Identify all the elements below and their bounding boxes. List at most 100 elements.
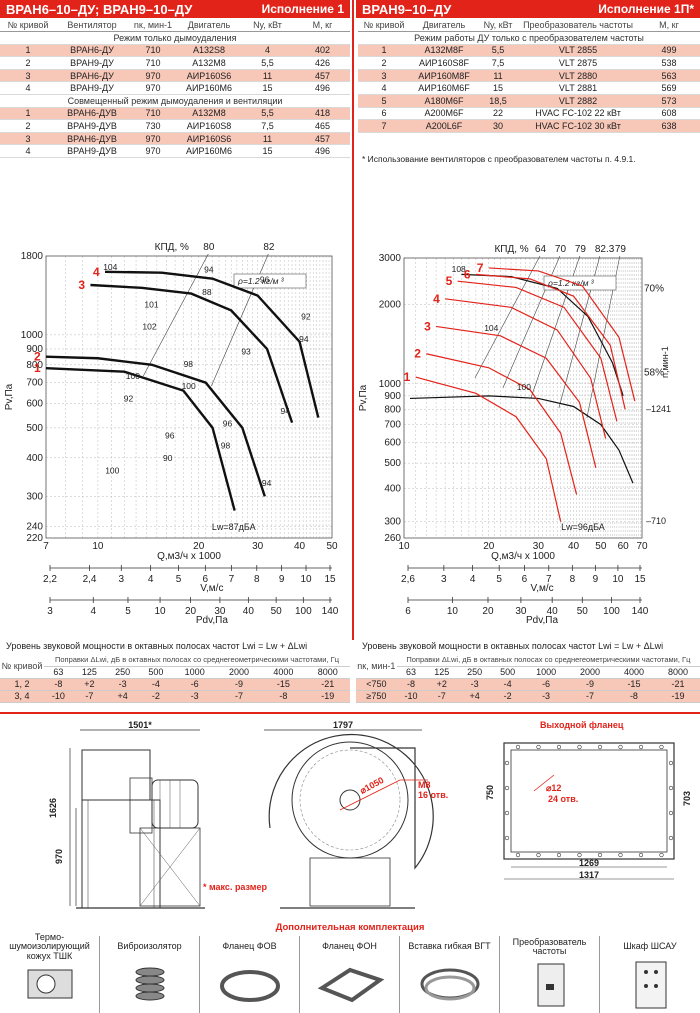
frequency-header: 125 <box>72 666 107 679</box>
table-cell: А200L6F <box>410 119 478 133</box>
series-line <box>415 376 562 522</box>
rpm-tick: –710 <box>646 516 666 526</box>
y-tick-label: 600 <box>26 398 43 409</box>
flange-hole <box>577 744 582 750</box>
x-tick-label: 20 <box>483 541 495 552</box>
table-cell: 5,5 <box>240 107 295 121</box>
accessory-item: Виброизолятор <box>100 936 200 1013</box>
table-cell: ВРАН6-ДУ <box>56 44 128 58</box>
table-cell: 5,5 <box>240 56 295 70</box>
table-cell: 7,5 <box>478 56 518 70</box>
sound-subheader: Поправки ΔLwi, дБ в октавных полосах со … <box>43 654 350 667</box>
flange-hole <box>504 835 510 841</box>
table-cell: 710 <box>128 107 178 121</box>
flange-hole <box>536 852 541 858</box>
sound-first-column-header: № кривой <box>0 654 44 679</box>
table-cell: 970 <box>128 69 178 83</box>
table-cell: 426 <box>295 56 350 70</box>
series-label: 4 <box>433 292 440 306</box>
sound-cell: -3 <box>524 690 569 703</box>
table-cell: 710 <box>128 44 178 58</box>
y-tick-label: 400 <box>384 484 401 495</box>
fov-flange-icon <box>219 970 280 1002</box>
table-cell: 418 <box>295 107 350 121</box>
sound-cell: -7 <box>72 690 107 703</box>
curve-value-label: 96 <box>260 275 270 285</box>
noise-label: Lw=87дБА <box>212 522 256 532</box>
density-label: ρ=1.2 кг/м ³ <box>237 276 285 286</box>
table-cell: 2 <box>358 56 410 70</box>
y-tick-label: 240 <box>26 521 43 532</box>
table-cell: 496 <box>295 81 350 96</box>
y-tick-label: 500 <box>384 458 401 469</box>
secondary-axis-tick-label: 40 <box>243 606 255 617</box>
sound-cell: -3 <box>106 678 140 691</box>
flange-hole <box>504 810 510 816</box>
right-header: ВРАН9–10–ДУ Исполнение 1П* <box>356 0 700 18</box>
flange-hole <box>668 785 674 791</box>
flange-hole <box>504 785 510 791</box>
sound-cell: -19 <box>305 690 350 703</box>
right-sound-title: Уровень звуковой мощности в октавных пол… <box>362 641 664 651</box>
table-cell: 11 <box>240 69 295 83</box>
table-cell: 538 <box>638 56 700 70</box>
table-cell: 402 <box>295 44 350 58</box>
x-tick-label: 30 <box>252 541 264 552</box>
flange-hole <box>659 744 664 750</box>
table-cell: АИР160S6 <box>178 69 240 83</box>
sound-cell: +4 <box>458 690 492 703</box>
table-cell: 730 <box>128 119 178 133</box>
sound-cell: -15 <box>611 678 656 691</box>
sound-cell: -6 <box>172 678 217 691</box>
flange-hole <box>597 852 603 858</box>
y-tick-label: 700 <box>26 378 43 389</box>
sound-cell: -10 <box>396 690 426 703</box>
curve-value-label: 88 <box>202 287 212 297</box>
curve-value-label: 102 <box>142 322 156 332</box>
x-tick-label: 70 <box>636 541 648 552</box>
secondary-axis-tick-label: 100 <box>603 606 620 617</box>
table-cell: АИР160S8F <box>410 56 478 70</box>
flange-hole <box>638 744 644 750</box>
front-view-drawing: 1797 ⌀1050 M8 16 отв. <box>264 720 448 909</box>
table-section-row: Режим работы ДУ только с преобразователе… <box>358 31 700 45</box>
table-cell: 638 <box>638 119 700 133</box>
accessory-item: Преобразователь частоты <box>500 936 600 1013</box>
table-cell: 7 <box>358 119 410 133</box>
dim-1626: 1626 <box>48 798 58 818</box>
fon-flange-icon <box>317 967 384 1003</box>
secondary-axis-tick-label: 2,6 <box>401 574 415 585</box>
side-view-drawing: 1501* 1626 970 <box>48 720 205 909</box>
accessory-label: Виброизолятор <box>117 941 182 952</box>
series-label: 3 <box>78 278 85 292</box>
flange-hole <box>638 852 644 858</box>
series-line <box>104 270 320 418</box>
curve-value-label: 100 <box>126 371 140 381</box>
dim-1317: 1317 <box>579 870 599 880</box>
sound-row-key: <750 <box>356 678 397 691</box>
table-cell: 5,5 <box>478 44 518 58</box>
y-tick-label: 220 <box>26 533 43 544</box>
flange-hole <box>597 744 603 750</box>
flange-hole <box>536 744 541 750</box>
flange-title: Выходной фланец <box>540 720 624 730</box>
frequency-header: 1000 <box>172 666 217 679</box>
sound-row-key: 3, 4 <box>0 690 44 703</box>
series-label: 3 <box>424 319 431 333</box>
y-tick-label: 260 <box>384 533 401 544</box>
control-cabinet-icon <box>635 961 667 1009</box>
table-header-cell: М, кг <box>638 19 700 33</box>
table-cell: 457 <box>295 69 350 83</box>
efficiency-value: 80 <box>203 242 215 253</box>
sound-cell: -6 <box>524 678 569 691</box>
sound-cell: -4 <box>491 678 525 691</box>
x-tick-label: 50 <box>326 541 338 552</box>
accessory-item: Вставка гибкая ВГТ <box>400 936 500 1013</box>
y-axis-label: Pv,Па <box>4 383 15 410</box>
frequency-header: 1000 <box>524 666 569 679</box>
